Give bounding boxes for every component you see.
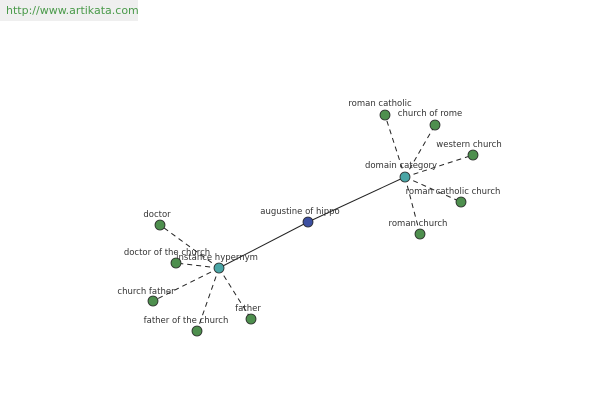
node-augustine[interactable]: augustine of hippo xyxy=(260,207,340,228)
edge-instance-doctor_of_the_church xyxy=(175,262,220,269)
edge-instance-father_of_the_church xyxy=(196,267,220,332)
node-circle-father[interactable] xyxy=(245,313,257,325)
node-label-church-of-rome: church of rome xyxy=(398,109,462,119)
node-roman-church[interactable]: roman church xyxy=(389,219,448,240)
node-father-of-the-church[interactable]: father of the church xyxy=(144,316,229,337)
node-instance[interactable]: instance hypernym xyxy=(176,253,258,274)
edge-domain-church_of_rome xyxy=(404,124,436,178)
node-roman-catholic[interactable]: roman catholic xyxy=(348,99,412,121)
edge-instance-doctor xyxy=(159,224,220,269)
node-church-of-rome[interactable]: church of rome xyxy=(398,109,462,131)
node-circle-church-of-rome[interactable] xyxy=(429,119,441,131)
node-circle-roman-catholic-church[interactable] xyxy=(455,196,467,208)
node-label-roman-catholic: roman catholic xyxy=(348,99,412,109)
source-url-text[interactable]: http://www.artikata.com xyxy=(6,4,139,17)
node-circle-church-father[interactable] xyxy=(147,295,159,307)
node-circle-roman-church[interactable] xyxy=(414,228,426,240)
edge-domain-roman_catholic xyxy=(384,114,406,178)
source-url-badge[interactable]: http://www.artikata.com xyxy=(0,0,139,21)
node-label-instance: instance hypernym xyxy=(176,253,258,263)
edge-instance-father xyxy=(218,267,252,320)
node-circle-augustine[interactable] xyxy=(302,216,314,228)
node-circle-western-church[interactable] xyxy=(467,149,479,161)
node-circle-domain[interactable] xyxy=(399,171,411,183)
node-label-domain: domain category xyxy=(365,161,437,171)
edge-domain-roman_church xyxy=(404,176,421,235)
node-circle-roman-catholic[interactable] xyxy=(379,109,391,121)
node-father[interactable]: father xyxy=(235,304,261,325)
node-label-father-of-the-church: father of the church xyxy=(144,316,229,326)
node-label-roman-church: roman church xyxy=(389,219,448,229)
edge-domain-roman_catholic_church xyxy=(404,176,462,203)
edge-instance-church_father xyxy=(152,267,220,302)
node-label-roman-catholic-church: roman catholic church xyxy=(406,187,501,197)
node-roman-catholic-church[interactable]: roman catholic church xyxy=(406,187,501,208)
nodes-layer: augustine of hippo domain category instanc… xyxy=(117,99,502,337)
edge-domain-western_church xyxy=(404,154,474,178)
node-domain[interactable]: domain category xyxy=(365,161,437,183)
node-western-church[interactable]: western church xyxy=(436,140,502,161)
node-label-church-father: church father xyxy=(117,287,175,297)
node-doctor[interactable]: doctor xyxy=(143,210,171,231)
node-circle-father-of-the-church[interactable] xyxy=(191,325,203,337)
edge-augustine-domain xyxy=(307,176,406,223)
edge-augustine-instance xyxy=(218,221,309,269)
node-circle-doctor-of-the-church[interactable] xyxy=(170,257,182,269)
node-label-western-church: western church xyxy=(436,140,501,150)
node-circle-instance[interactable] xyxy=(213,262,225,274)
node-label-doctor-of-the-church: doctor of the church xyxy=(124,248,210,258)
node-label-augustine: augustine of hippo xyxy=(260,207,339,217)
node-label-father: father xyxy=(235,304,261,314)
node-circle-doctor[interactable] xyxy=(154,219,166,231)
node-doctor-of-the-church[interactable]: doctor of the church xyxy=(124,248,210,269)
edges-layer xyxy=(152,114,474,332)
node-church-father[interactable]: church father xyxy=(117,287,175,307)
node-label-doctor: doctor xyxy=(143,210,171,220)
